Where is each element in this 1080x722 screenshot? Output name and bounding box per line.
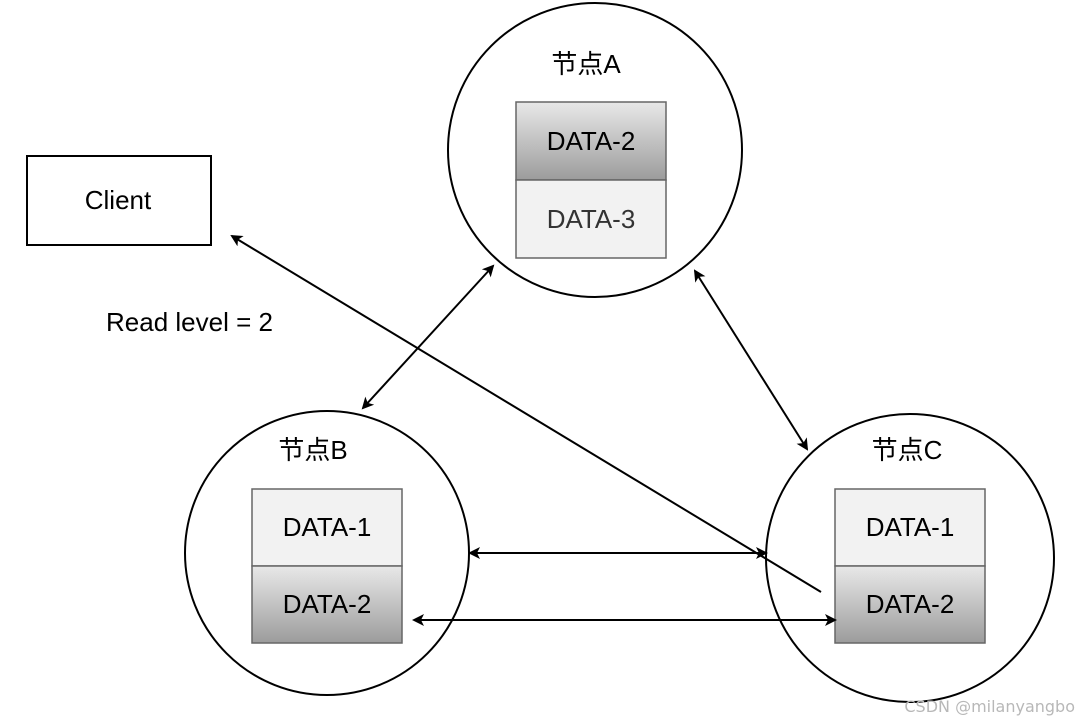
watermark: CSDN @milanyangbo: [904, 697, 1075, 716]
node-a-cell-1-text: DATA-2: [547, 126, 636, 156]
arrow-c-to-client: [230, 234, 822, 593]
node-b-data-cell-1: DATA-1: [251, 488, 403, 567]
node-b-title: 节点B: [278, 435, 347, 465]
node-a-data-cell-2: DATA-3: [515, 179, 667, 259]
node-b-data-cell-2: DATA-2: [251, 565, 403, 644]
node-a-data-cell-1: DATA-2: [515, 101, 667, 181]
node-a: 节点A DATA-2 DATA-3: [447, 2, 743, 298]
node-c: 节点C DATA-1 DATA-2: [765, 413, 1055, 703]
arrow-a-b: [361, 264, 495, 410]
arrow-a-c: [693, 269, 809, 451]
node-b-cell-1-text: DATA-1: [283, 512, 372, 542]
node-c-title: 节点C: [872, 435, 943, 465]
node-b: 节点B DATA-1 DATA-2: [184, 410, 470, 696]
node-c-data-cell-2: DATA-2: [834, 565, 986, 644]
client-box: Client: [26, 155, 212, 246]
node-a-cell-2-text: DATA-3: [547, 204, 636, 234]
node-c-cell-2-text: DATA-2: [866, 589, 955, 619]
node-c-cell-1-text: DATA-1: [866, 512, 955, 542]
read-level-label: Read level = 2: [106, 307, 273, 337]
node-c-data-cell-1: DATA-1: [834, 488, 986, 567]
client-label: Client: [85, 185, 152, 215]
node-b-cell-2-text: DATA-2: [283, 589, 372, 619]
node-a-title: 节点A: [551, 49, 621, 79]
